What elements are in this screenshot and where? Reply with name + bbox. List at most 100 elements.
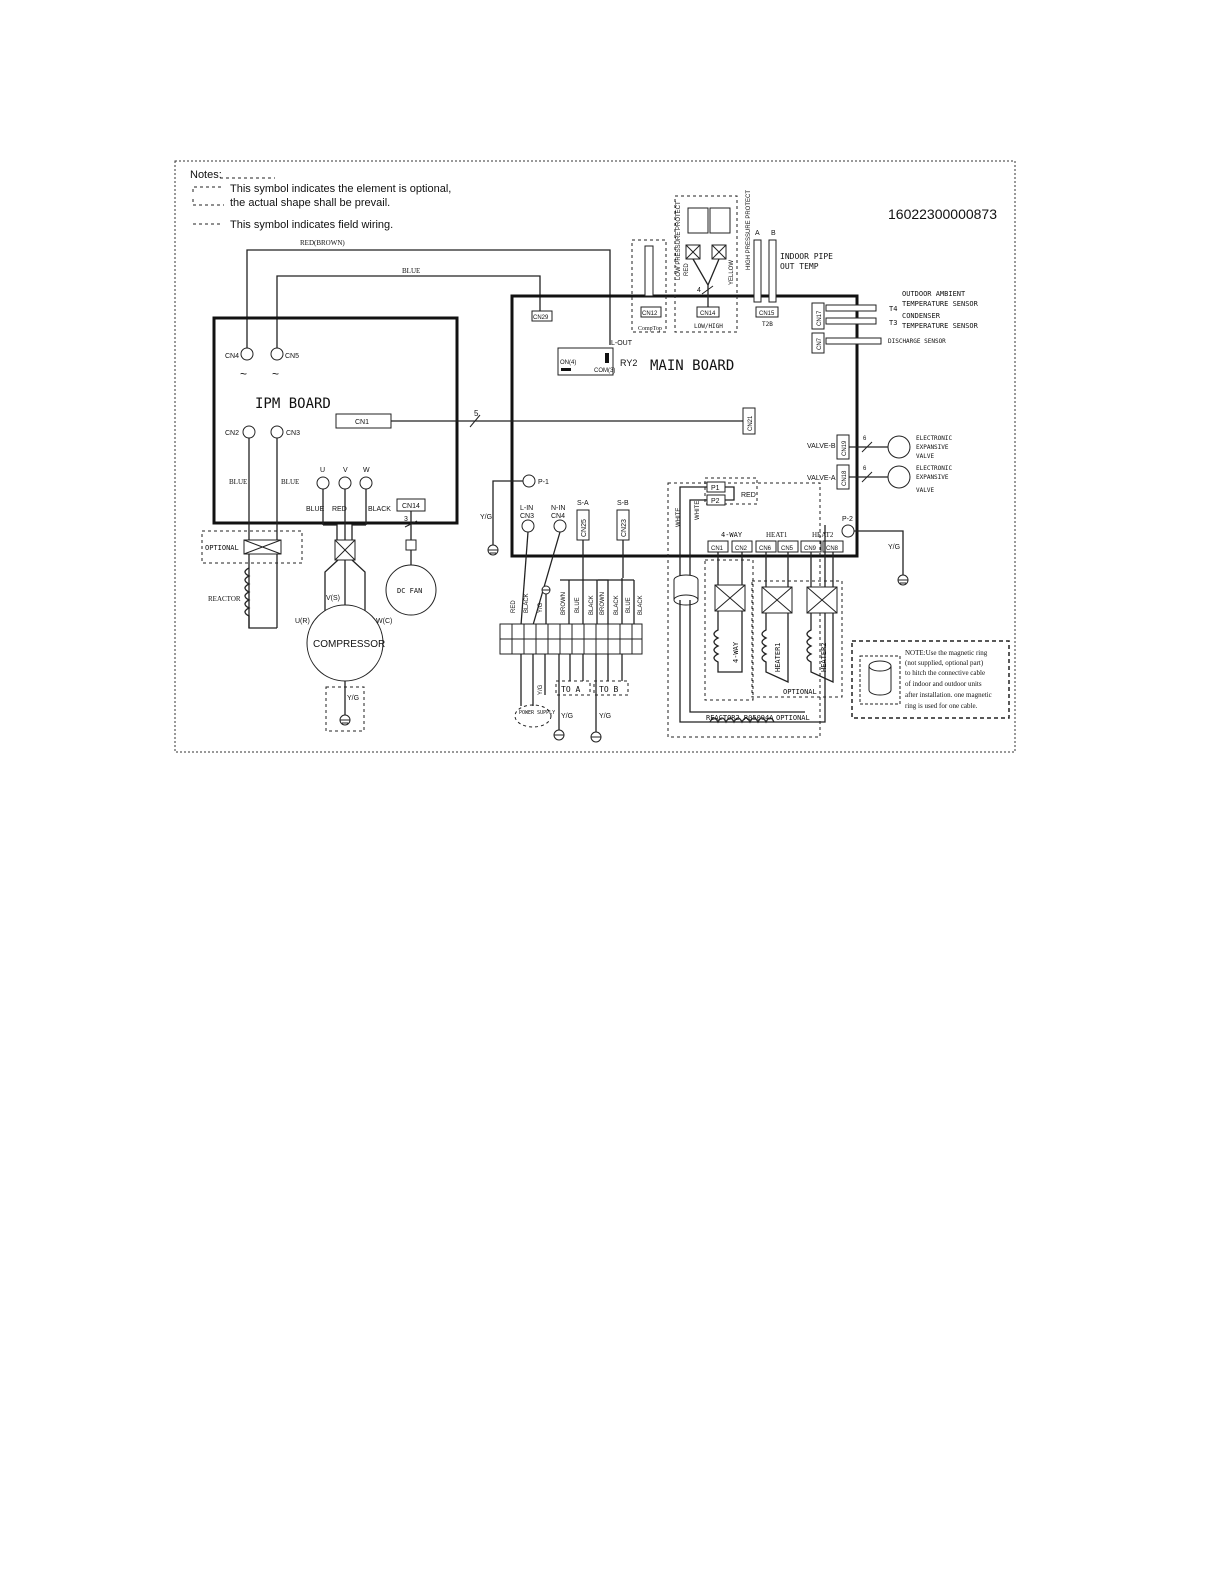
main-cn9: CN9 — [804, 546, 817, 552]
note-line-2: (not supplied, optional part) — [905, 659, 984, 667]
compressor-yg: Y/G — [347, 695, 359, 702]
ground-icon — [541, 585, 551, 595]
main-cn21: CN21 — [748, 415, 754, 431]
p2-box: P2 — [711, 498, 720, 505]
terminal-red: RED — [511, 600, 517, 613]
ipm-wire-red: RED — [332, 506, 347, 513]
heater1-label: HEATER1 — [774, 642, 782, 672]
reactor-coil — [244, 567, 277, 629]
note-line-5: after installation. one magnetic — [905, 691, 992, 699]
terminal-yg: Y/G — [538, 602, 544, 613]
main-cn3: CN3 — [520, 513, 534, 520]
magnetic-ring-icon — [868, 660, 892, 696]
main-4way: 4-WAY — [721, 531, 743, 539]
eev-b — [887, 435, 911, 459]
terminal-blue-2: BLUE — [626, 597, 632, 613]
ipm-cn3: CN3 — [286, 430, 300, 437]
yg-power: Y/G — [538, 684, 544, 695]
pressure-switch-low — [685, 207, 709, 260]
valve-a-count: 6 — [863, 466, 867, 472]
main-cn18: CN18 — [842, 470, 848, 486]
main-p2: P-2 — [842, 516, 853, 523]
fan-count: 3 — [404, 516, 408, 523]
drawing-number: 16022300000873 — [888, 206, 997, 222]
eev-b-label-3: VALVE — [916, 453, 934, 460]
yg-right: Y/G — [888, 544, 900, 551]
terminal-block — [499, 623, 643, 655]
notes-field-wiring: This symbol indicates field wiring. — [230, 219, 393, 231]
ac-symbol: ~ — [240, 367, 247, 381]
comp-top-sensor — [644, 245, 654, 297]
discharge-sensor — [825, 337, 882, 345]
ipm-blue-right: BLUE — [281, 478, 299, 486]
heater2-label: HEATER2 — [820, 642, 828, 672]
main-cn19: CN19 — [842, 440, 848, 456]
p-red-label: RED — [741, 492, 756, 499]
terminal-black-3: BLACK — [614, 595, 620, 615]
power-supply — [514, 704, 552, 728]
main-on4: ON(4) — [560, 360, 576, 366]
ipm-wire-black: BLACK — [368, 506, 391, 513]
terminal-blue: BLUE — [575, 597, 581, 613]
notes-legend: Notes: This symbol indicates the element… — [190, 169, 451, 231]
main-board-title: MAIN BOARD — [650, 358, 734, 374]
ipm-cn4: CN4 — [225, 353, 239, 360]
outdoor-ambient-label-2: TEMPERATURE SENSOR — [902, 300, 979, 308]
eev-a — [887, 465, 911, 489]
ac-symbol: ~ — [272, 367, 279, 381]
diagram-frame — [174, 160, 1016, 753]
t3-sensor — [825, 317, 877, 325]
condenser-label: CONDENSER — [902, 312, 941, 320]
terminal-black-2: BLACK — [589, 595, 595, 615]
out-temp-label: OUT TEMP — [780, 262, 819, 271]
high-pressure-label: HIGH PRESSURE PROTECT — [746, 190, 752, 270]
main-cn12: CN12 — [642, 311, 658, 317]
dc-fan-label: DC FAN — [397, 587, 422, 595]
yellow-wire-label: YELLOW — [729, 260, 735, 285]
optional-label: OPTIONAL — [205, 544, 239, 552]
main-cn6: CN6 — [759, 546, 772, 552]
p1-box: P1 — [711, 485, 720, 492]
notes-title: Notes: — [190, 169, 222, 181]
note-line-4: of indoor and outdoor units — [905, 680, 982, 688]
ipm-v: V — [343, 467, 348, 474]
eev-a-label-3: VALVE — [916, 487, 934, 494]
outdoor-ambient-label: OUTDOOR AMBIENT — [902, 290, 966, 298]
bus-count: 5 — [474, 409, 479, 418]
ipm-board: IPM BOARD CN4 CN5 ~ ~ CN2 CN3 CN1 U V W … — [212, 316, 459, 525]
four-way-label: 4-WAY — [732, 641, 740, 663]
main-cn5: CN5 — [781, 546, 794, 552]
compressor-u: U(R) — [295, 618, 310, 625]
yg-left: Y/G — [480, 514, 492, 521]
ground-icon — [897, 574, 909, 586]
low-pressure-label: LOW PRESSURE PROTECT — [676, 201, 682, 280]
main-l-in: L-IN — [520, 505, 533, 512]
compressor-label: COMPRESSOR — [313, 639, 385, 650]
main-cn1: CN1 — [711, 546, 724, 552]
main-cn23: CN23 — [621, 519, 628, 537]
terminal-brown: BROWN — [561, 592, 567, 615]
main-ry2: RY2 — [620, 358, 637, 368]
ipm-cn5: CN5 — [285, 353, 299, 360]
ipm-cn1: CN1 — [355, 419, 369, 426]
main-cn25: CN25 — [581, 519, 588, 537]
sensor-b: B — [771, 230, 776, 237]
ipm-wire-blue: BLUE — [306, 506, 325, 513]
ipm-board-title: IPM BOARD — [255, 396, 331, 412]
compressor-v: V(S) — [326, 595, 340, 602]
main-cn8: CN8 — [826, 546, 839, 552]
note-box — [851, 640, 1010, 719]
sensor-t4: T4 — [889, 305, 897, 313]
pressure-switch-high — [709, 207, 731, 260]
eev-a-label-2: EXPANSIVE — [916, 474, 949, 481]
main-p1: P-1 — [538, 479, 549, 486]
ipm-cn14: CN14 — [402, 503, 420, 510]
main-low-high: LOW/HIGH — [694, 323, 723, 330]
valve-b-count: 6 — [863, 436, 867, 442]
heater1-relay — [761, 552, 793, 684]
main-cn2: CN2 — [735, 546, 748, 552]
low-high-count: 4 — [697, 287, 701, 294]
condenser-label-2: TEMPERATURE SENSOR — [902, 322, 979, 330]
note-line-1: NOTE:Use the magnetic ring — [905, 649, 988, 657]
sensor-a: A — [755, 230, 760, 237]
